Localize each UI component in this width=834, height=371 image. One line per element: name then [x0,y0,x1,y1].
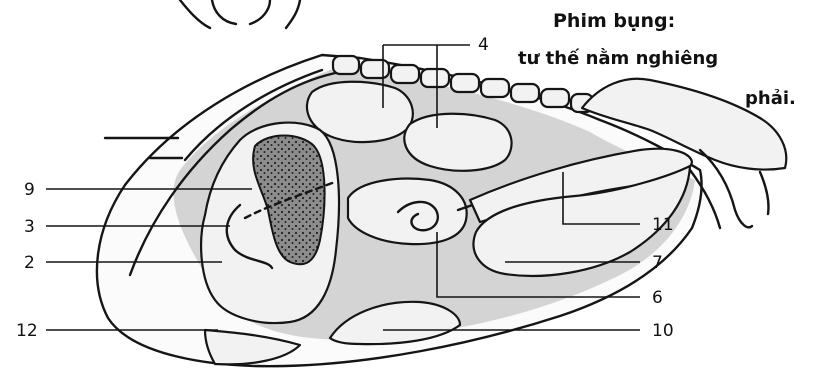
label-11: 11 [652,215,674,235]
organ-4-lower [404,114,511,171]
pelvis-outline [180,0,300,28]
organ-6-loop [348,179,467,245]
label-2: 2 [24,253,35,273]
label-10: 10 [652,321,674,341]
label-3: 3 [24,217,35,237]
title-line-2: tư thế nằm nghiêng [518,48,718,69]
title-line-1: Phim bụng: [553,10,675,32]
label-4: 4 [478,35,489,55]
label-9: 9 [24,180,35,200]
label-6: 6 [652,288,663,308]
label-7: 7 [652,253,663,273]
label-12: 12 [16,321,38,341]
title-line-3: phải. [745,88,796,109]
